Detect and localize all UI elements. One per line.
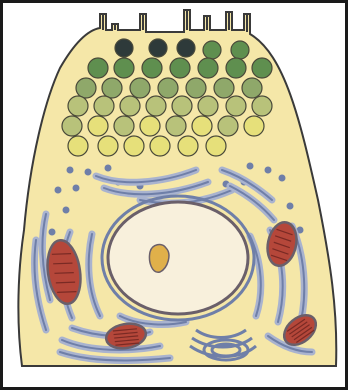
secretory-granule: [146, 96, 166, 116]
vesicle: [105, 165, 112, 172]
secretory-granule: [226, 96, 246, 116]
secretory-granule: [226, 58, 246, 78]
vesicle: [247, 163, 254, 170]
secretory-granule: [140, 116, 160, 136]
secretory-granule: [244, 116, 264, 136]
secretory-granule: [172, 96, 192, 116]
secretory-granule: [203, 41, 221, 59]
secretory-granule: [142, 58, 162, 78]
secretory-granule: [88, 116, 108, 136]
secretory-granule: [177, 39, 195, 57]
secretory-granule: [149, 39, 167, 57]
secretory-granule: [114, 58, 134, 78]
secretory-granule: [158, 78, 178, 98]
secretory-granule: [115, 39, 133, 57]
secretory-granule: [120, 96, 140, 116]
secretory-granule: [214, 78, 234, 98]
secretory-granule: [252, 96, 272, 116]
secretory-granule: [186, 78, 206, 98]
secretory-granule: [198, 58, 218, 78]
vesicle: [279, 175, 286, 182]
nucleus: [108, 202, 248, 314]
vesicle: [49, 229, 56, 236]
secretory-granule: [231, 41, 249, 59]
secretory-granule: [170, 58, 190, 78]
vesicle: [287, 203, 294, 210]
secretory-granule: [114, 116, 134, 136]
vesicle: [63, 207, 70, 214]
secretory-granule: [242, 78, 262, 98]
vesicle: [73, 185, 80, 192]
secretory-granule: [166, 116, 186, 136]
secretory-granule: [102, 78, 122, 98]
secretory-granule: [206, 136, 226, 156]
secretory-granule: [68, 136, 88, 156]
secretory-granule: [192, 116, 212, 136]
secretory-granule: [198, 96, 218, 116]
secretory-granule: [94, 96, 114, 116]
vesicle: [85, 169, 92, 176]
vesicle: [67, 167, 74, 174]
secretory-granule: [76, 78, 96, 98]
secretory-granule: [124, 136, 144, 156]
secretory-granule: [98, 136, 118, 156]
secretory-granule: [130, 78, 150, 98]
secretory-granule: [68, 96, 88, 116]
vesicle: [265, 167, 272, 174]
secretory-granule: [88, 58, 108, 78]
secretory-granule: [150, 136, 170, 156]
secretory-granule: [252, 58, 272, 78]
secretory-granule: [178, 136, 198, 156]
secretory-granule: [62, 116, 82, 136]
secretory-granule: [218, 116, 238, 136]
vesicle: [55, 187, 62, 194]
